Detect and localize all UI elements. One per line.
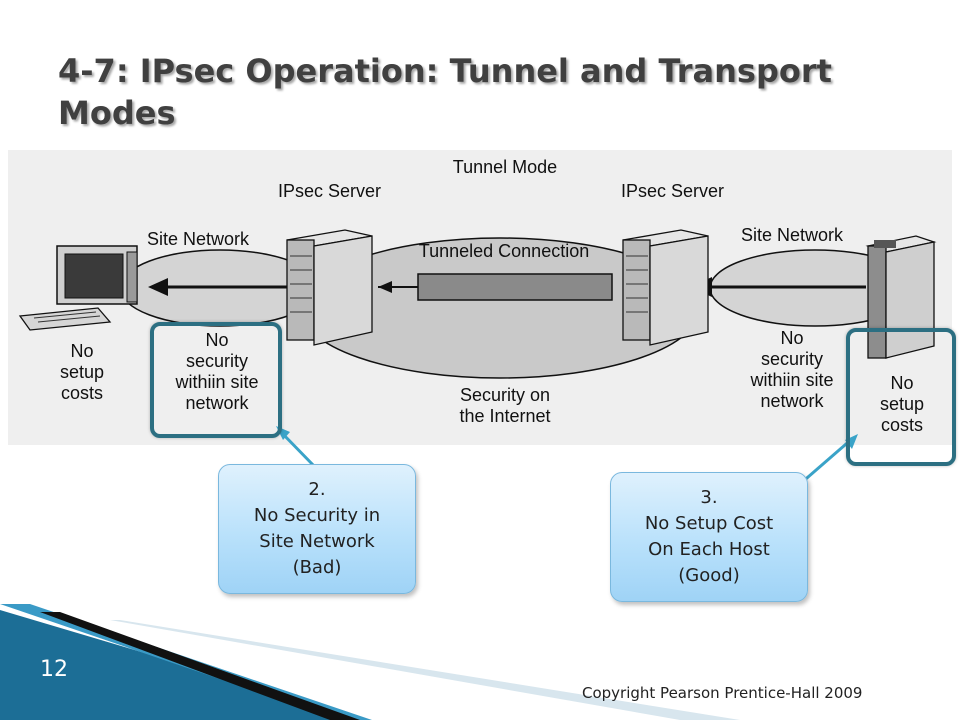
right-host-note: No setup costs (862, 373, 942, 436)
left-arrow (148, 278, 290, 296)
note-line: setup (879, 394, 925, 414)
callout-no-security: 2. No Security in Site Network (Bad) (218, 464, 416, 594)
left-site-network-label: Site Network (146, 229, 250, 249)
note-line: network (760, 391, 824, 411)
callout-3-pointer (799, 436, 854, 486)
callout-line: No Security in (253, 505, 381, 526)
slide-number: 12 (40, 657, 68, 682)
tunnel-mode-heading: Tunnel Mode (452, 157, 558, 177)
internet-security-label: Security on the Internet (430, 385, 580, 427)
note-line: No (70, 341, 94, 361)
note-line: withiin site (750, 370, 834, 390)
callout-line: (Bad) (292, 557, 342, 578)
right-ipsec-server-icon (622, 229, 709, 346)
right-site-network-label: Site Network (740, 225, 844, 245)
note-line: withiin site (175, 372, 259, 392)
internet-label-line: Security on (459, 385, 551, 405)
note-line: security (185, 351, 248, 371)
callout-no-setup-cost: 3. No Setup Cost On Each Host (Good) (610, 472, 808, 602)
note-line: No (205, 330, 229, 350)
left-computer-icon (18, 245, 138, 331)
callout-line: No Setup Cost (644, 513, 774, 534)
note-line: network (185, 393, 249, 413)
callout-line: 2. (308, 479, 326, 500)
note-line: costs (60, 383, 103, 403)
corner-decoration (0, 604, 960, 720)
left-site-note: No security withiin site network (160, 330, 274, 414)
note-line: No (890, 373, 914, 393)
right-host-highlight-frame (846, 328, 956, 466)
slide-title: 4-7: IPsec Operation: Tunnel and Transpo… (58, 52, 832, 132)
tunnel-pipe (378, 273, 613, 301)
copyright-notice: Copyright Pearson Prentice-Hall 2009 (582, 684, 863, 702)
left-ipsec-server-icon (286, 229, 373, 346)
callout-line: 3. (700, 487, 718, 508)
left-host-note: No setup costs (44, 341, 120, 404)
note-line: No (780, 328, 804, 348)
callout-line: On Each Host (648, 539, 770, 560)
callout-line: (Good) (678, 565, 740, 586)
tunneled-connection-label: Tunneled Connection (418, 241, 590, 261)
note-line: setup (59, 362, 105, 382)
note-line: security (760, 349, 823, 369)
right-site-note: No security withiin site network (736, 328, 848, 412)
left-server-label: IPsec Server (277, 181, 382, 201)
left-site-highlight-frame (150, 322, 282, 438)
callout-line: Site Network (259, 531, 375, 552)
note-line: costs (880, 415, 923, 435)
internet-label-line: the Internet (459, 406, 551, 426)
right-server-label: IPsec Server (620, 181, 725, 201)
